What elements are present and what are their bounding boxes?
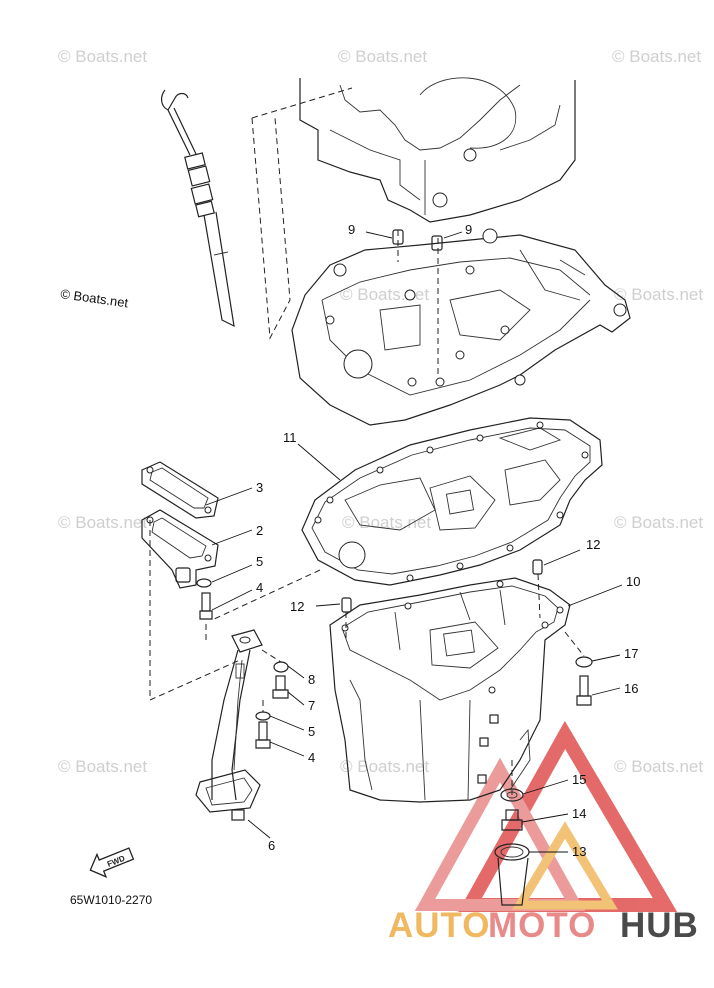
watermark: © Boats.net (340, 757, 429, 776)
dashed-guide (261, 649, 282, 663)
oil-pan-10 (329, 577, 571, 803)
bolt-16 (576, 675, 592, 706)
washer-5-upper (196, 578, 212, 588)
leader-11 (297, 443, 341, 481)
cover-2 (141, 509, 219, 589)
fwd-arrow-icon: FWD (89, 847, 135, 878)
leader-4b (269, 741, 305, 757)
callout-15: 15 (572, 772, 586, 787)
callout-2: 2 (256, 523, 263, 538)
leader-12b (315, 603, 341, 607)
callout-6: 6 (268, 838, 275, 853)
watermark: © Boats.net (614, 285, 703, 304)
callout-13: 13 (572, 844, 586, 859)
watermark: © Boats.net (340, 285, 429, 304)
bolt-4-lower (255, 721, 271, 749)
logo-part-hub: HUB (620, 906, 699, 945)
leader-14 (521, 813, 569, 823)
callout-8: 8 (308, 672, 315, 687)
watermark: © Boats.net (612, 47, 701, 66)
watermark: © Boats.net (58, 47, 147, 66)
callout-12a: 12 (586, 537, 600, 552)
callout-9b: 9 (465, 222, 472, 237)
dashed-guide (251, 87, 353, 340)
callout-14: 14 (572, 806, 586, 821)
leader-5b (269, 715, 305, 731)
leader-17 (591, 654, 621, 662)
bolt-7 (272, 675, 289, 699)
watermarks: © Boats.net © Boats.net © Boats.net © Bo… (58, 47, 703, 776)
oil-strainer-6 (195, 629, 263, 821)
leader-6 (247, 819, 271, 839)
gasket-3 (141, 461, 219, 519)
diagram-code: 65W1010-2270 (70, 893, 152, 907)
leader-8 (287, 665, 305, 679)
leader-16 (591, 687, 621, 696)
watermark: © Boats.net (58, 757, 147, 776)
leader-7 (287, 691, 305, 706)
engine-block-upper (299, 77, 576, 223)
watermark: © Boats.net (58, 513, 147, 532)
watermark: © Boats.net (614, 757, 703, 776)
leader-3 (205, 487, 253, 506)
dashed-guide (564, 631, 585, 657)
dipstick (161, 89, 235, 328)
engine-deck (291, 228, 631, 426)
leader-5a (211, 564, 253, 583)
callout-7: 7 (308, 698, 315, 713)
callout-12b: 12 (290, 599, 304, 614)
leader-2 (211, 529, 253, 546)
copyright-label: © Boats.net (60, 286, 130, 310)
leader-4a (211, 589, 253, 611)
watermark: © Boats.net (342, 513, 431, 532)
callout-10: 10 (626, 574, 640, 589)
dowel-pins-9 (365, 229, 463, 251)
washer-17 (575, 656, 593, 668)
watermark: © Boats.net (338, 47, 427, 66)
bolt-4-upper (199, 592, 213, 620)
dashed-guide (149, 520, 321, 701)
callout-3: 3 (256, 480, 263, 495)
gasket-11 (301, 417, 603, 586)
watermark: © Boats.net (614, 513, 703, 532)
leader-15 (522, 779, 569, 795)
washer-8 (273, 661, 289, 673)
gasket-15 (500, 788, 524, 802)
dowel-12-right (532, 559, 543, 575)
leader-12a (543, 549, 581, 566)
drain-plug-14 (501, 809, 523, 831)
logo-part-moto: MOTO (488, 906, 596, 945)
callout-5b: 5 (308, 724, 315, 739)
logo-wordmark: AUTO MOTO HUB (388, 906, 699, 945)
callout-5a: 5 (256, 554, 263, 569)
callout-11: 11 (283, 430, 297, 445)
logo-part-auto: AUTO (388, 906, 491, 945)
callout-16: 16 (624, 681, 638, 696)
callout-4b: 4 (308, 750, 315, 765)
dowel-12-left (341, 597, 352, 613)
callout-9a: 9 (348, 222, 355, 237)
dashed-guide (397, 230, 439, 380)
callout-4a: 4 (256, 580, 263, 595)
leader-10 (567, 584, 623, 607)
washer-5-lower (255, 711, 271, 721)
dashed-guide (537, 573, 541, 619)
callout-17: 17 (624, 646, 638, 661)
